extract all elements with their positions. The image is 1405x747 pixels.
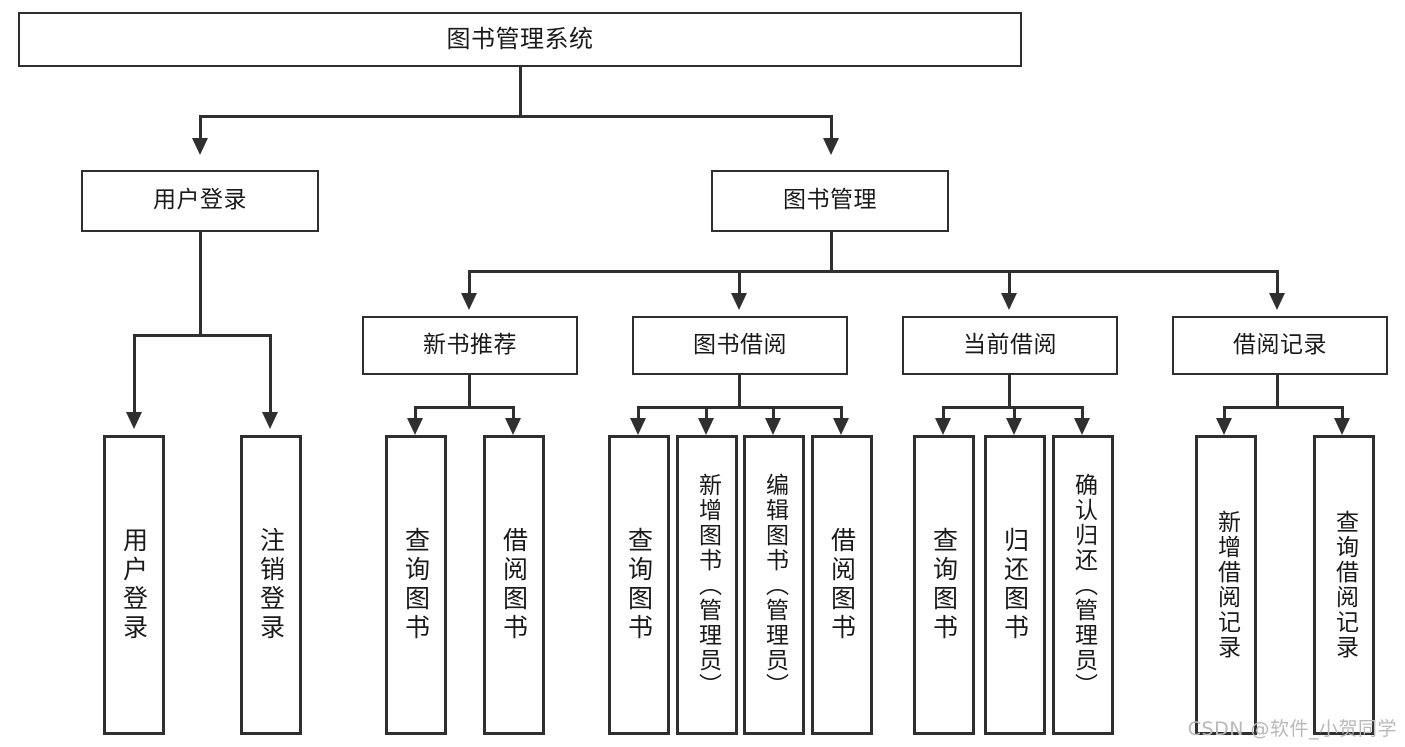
arrowhead-icon (192, 138, 208, 155)
leaf-confirm-return-admin[interactable]: 确认归还（管理员） (1052, 435, 1114, 735)
arrowhead-icon (126, 412, 142, 429)
arrowhead-icon (833, 418, 849, 435)
node-label: 查询图书 (929, 527, 959, 643)
leaf-query-book-recommend[interactable]: 查询图书 (385, 435, 447, 735)
node-label: 图书管理系统 (446, 25, 594, 54)
connector-record-stem (1276, 375, 1279, 408)
leaf-add-borrow-record[interactable]: 新增借阅记录 (1195, 435, 1257, 735)
watermark: CSDN @软件_小贺同学 (1187, 718, 1397, 740)
connector-current-stem (1008, 375, 1011, 408)
node-user-login[interactable]: 用户登录 (81, 170, 319, 232)
node-borrow-record[interactable]: 借阅记录 (1172, 316, 1388, 375)
connector-root-stem (519, 67, 522, 115)
leaf-query-book-current[interactable]: 查询图书 (913, 435, 975, 735)
node-label: 确认归还（管理员） (1070, 472, 1097, 698)
connector-record-drop-2 (1341, 406, 1344, 420)
leaf-add-book-admin[interactable]: 新增图书（管理员） (676, 435, 738, 735)
connector-current-drop-3 (1081, 406, 1084, 420)
node-label: 新增借阅记录 (1213, 510, 1240, 660)
connector-recommend-drop-1 (414, 406, 417, 420)
connector-record-bus (1223, 406, 1343, 409)
node-label: 编辑图书（管理员） (761, 472, 788, 698)
connector-login-drop-1 (133, 334, 136, 414)
node-label: 注销登录 (256, 527, 286, 643)
arrowhead-icon (698, 418, 714, 435)
arrowhead-icon (823, 138, 839, 155)
arrowhead-icon (262, 412, 278, 429)
connector-borrow-drop-1 (637, 406, 640, 420)
node-label: 图书借阅 (693, 331, 787, 358)
leaf-borrow-book[interactable]: 借阅图书 (811, 435, 873, 735)
node-new-book-recommend[interactable]: 新书推荐 (362, 316, 578, 375)
arrowhead-icon (765, 418, 781, 435)
leaf-borrow-book-recommend[interactable]: 借阅图书 (483, 435, 545, 735)
arrowhead-icon (505, 418, 521, 435)
leaf-return-book[interactable]: 归还图书 (984, 435, 1046, 735)
arrowhead-icon (1216, 418, 1232, 435)
node-label: 借阅图书 (827, 527, 857, 643)
arrowhead-icon (1074, 418, 1090, 435)
connector-root-to-login (199, 115, 202, 140)
connector-bookmgmt-stem (830, 232, 833, 272)
leaf-edit-book-admin[interactable]: 编辑图书（管理员） (743, 435, 805, 735)
arrowhead-icon (1269, 293, 1285, 310)
connector-bookmgmt-drop-2 (738, 270, 741, 295)
connector-login-bus (133, 334, 272, 337)
leaf-logout[interactable]: 注销登录 (240, 435, 302, 735)
connector-borrow-stem (738, 375, 741, 408)
arrowhead-icon (630, 418, 646, 435)
node-label: 查询图书 (624, 527, 654, 643)
node-label: 新增图书（管理员） (694, 472, 721, 698)
node-current-borrow[interactable]: 当前借阅 (902, 316, 1118, 375)
connector-current-drop-2 (1013, 406, 1016, 420)
node-label: 查询图书 (401, 527, 431, 643)
arrowhead-icon (1334, 418, 1350, 435)
arrowhead-icon (461, 293, 477, 310)
connector-bookmgmt-drop-4 (1276, 270, 1279, 295)
node-root-system[interactable]: 图书管理系统 (18, 12, 1022, 67)
connector-recommend-drop-2 (512, 406, 515, 420)
connector-login-drop-2 (269, 334, 272, 414)
connector-bookmgmt-drop-1 (468, 270, 471, 295)
node-label: 用户登录 (119, 527, 149, 643)
node-book-management[interactable]: 图书管理 (711, 170, 949, 232)
arrowhead-icon (731, 293, 747, 310)
connector-bookmgmt-drop-3 (1008, 270, 1011, 295)
arrowhead-icon (1006, 418, 1022, 435)
arrowhead-icon (407, 418, 423, 435)
connector-borrow-drop-3 (772, 406, 775, 420)
connector-current-drop-1 (942, 406, 945, 420)
connector-borrow-drop-2 (705, 406, 708, 420)
connector-record-drop-1 (1223, 406, 1226, 420)
arrowhead-icon (1001, 293, 1017, 310)
connector-borrow-drop-4 (840, 406, 843, 420)
connector-login-stem (199, 232, 202, 336)
connector-root-to-bookmgmt (830, 115, 833, 140)
node-label: 借阅图书 (499, 527, 529, 643)
node-book-borrow[interactable]: 图书借阅 (632, 316, 848, 375)
connector-recommend-bus (414, 406, 514, 409)
node-label: 用户登录 (153, 187, 247, 214)
connector-bookmgmt-bus (468, 270, 1276, 273)
leaf-user-login[interactable]: 用户登录 (103, 435, 165, 735)
node-label: 借阅记录 (1233, 331, 1327, 358)
connector-borrow-bus (637, 406, 843, 409)
leaf-query-borrow-record[interactable]: 查询借阅记录 (1313, 435, 1375, 735)
connector-recommend-stem (468, 375, 471, 408)
node-label: 图书管理 (783, 187, 877, 214)
arrowhead-icon (935, 418, 951, 435)
node-label: 查询借阅记录 (1331, 510, 1358, 660)
node-label: 当前借阅 (963, 331, 1057, 358)
connector-root-bus (199, 115, 833, 118)
leaf-query-book-borrow[interactable]: 查询图书 (608, 435, 670, 735)
node-label: 新书推荐 (423, 331, 517, 358)
node-label: 归还图书 (1000, 527, 1030, 643)
